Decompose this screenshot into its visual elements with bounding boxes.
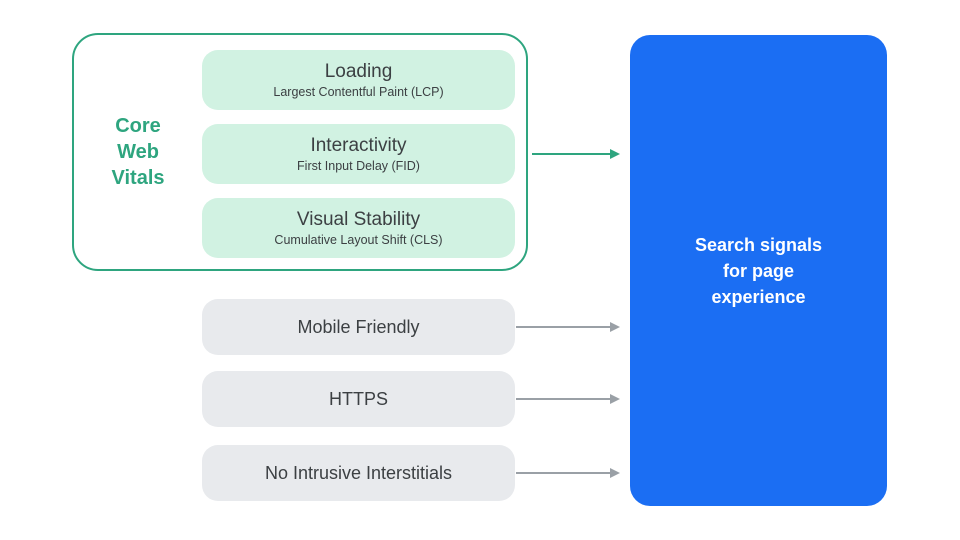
- signal-card-mobile-friendly: Mobile Friendly: [202, 299, 515, 355]
- vital-card-interactivity: Interactivity First Input Delay (FID): [202, 124, 515, 184]
- signal-card-label: Mobile Friendly: [297, 316, 420, 337]
- signal-card-label: No Intrusive Interstitials: [264, 462, 453, 483]
- vital-card-subtitle: First Input Delay (FID): [297, 158, 420, 173]
- vital-card-visual-stability: Visual Stability Cumulative Layout Shift…: [202, 198, 515, 258]
- arrow-right-icon: [516, 468, 620, 478]
- core-web-vitals-group: Core Web Vitals Loading Largest Contentf…: [72, 33, 528, 271]
- signal-card-https: HTTPS: [202, 371, 515, 427]
- signal-card-label: HTTPS: [328, 388, 388, 409]
- search-signals-label: Search signals for page experience: [694, 234, 823, 307]
- core-web-vitals-label: Core Web Vitals: [111, 115, 165, 189]
- arrow-right-icon: [532, 149, 620, 159]
- signal-card-no-intrusive-interstitials: No Intrusive Interstitials: [202, 445, 515, 501]
- vital-card-subtitle: Largest Contentful Paint (LCP): [273, 84, 444, 99]
- arrow-right-icon: [516, 322, 620, 332]
- vital-card-title: Loading: [324, 60, 393, 82]
- search-signals-box: Search signals for page experience: [630, 35, 887, 506]
- vital-card-subtitle: Cumulative Layout Shift (CLS): [274, 232, 443, 247]
- vital-card-title: Interactivity: [310, 134, 407, 156]
- vital-card-loading: Loading Largest Contentful Paint (LCP): [202, 50, 515, 110]
- vital-card-title: Visual Stability: [296, 208, 421, 230]
- arrow-right-icon: [516, 394, 620, 404]
